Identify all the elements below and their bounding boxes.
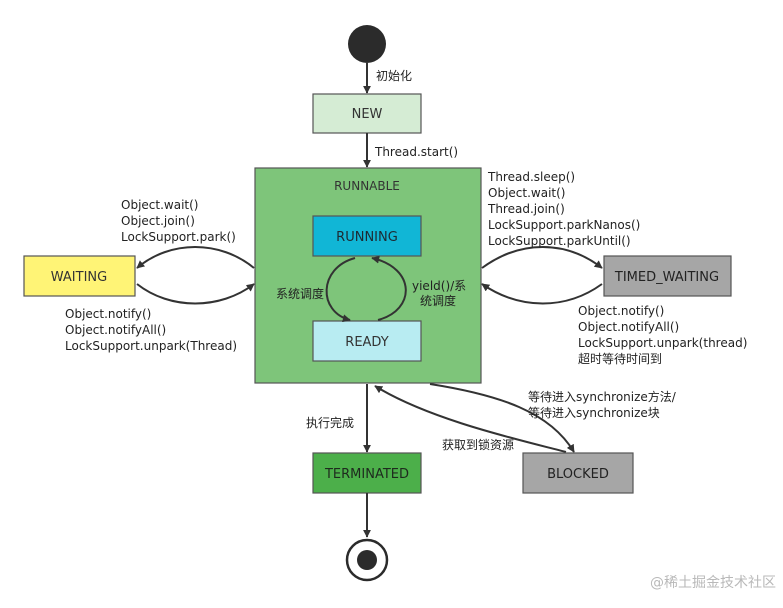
label-from-waiting-1: Object.notify() — [65, 307, 151, 321]
state-running — [312, 215, 422, 257]
state-timed-waiting-label: TIMED_WAITING — [614, 270, 719, 285]
state-terminated-label: TERMINATED — [324, 467, 409, 482]
state-runnable-label: RUNNABLE — [334, 179, 400, 193]
arrow-to-waiting — [136, 246, 255, 269]
label-from-timed-waiting: Object.notify() Object.notifyAll() LockS… — [578, 304, 747, 366]
state-timed-waiting — [603, 255, 732, 297]
label-to-blocked-2: 等待进入synchronize块 — [528, 406, 660, 420]
label-to-waiting-3: LockSupport.park() — [121, 230, 236, 244]
label-from-waiting: Object.notify() Object.notifyAll() LockS… — [65, 307, 237, 353]
label-schedule: 系统调度 — [276, 286, 324, 301]
label-from-timed-1: Object.notify() — [578, 304, 664, 318]
label-to-timed-5: LockSupport.parkUntil() — [488, 234, 631, 248]
state-running-label: RUNNING — [336, 230, 398, 245]
arrow-from-waiting — [136, 283, 255, 305]
state-waiting — [23, 255, 136, 297]
state-ready-label: READY — [345, 335, 388, 350]
label-to-waiting: Object.wait() Object.join() LockSupport.… — [121, 198, 236, 244]
state-terminated — [312, 452, 422, 494]
label-from-waiting-3: LockSupport.unpark(Thread) — [65, 339, 237, 353]
state-blocked-label: BLOCKED — [547, 467, 609, 482]
label-to-waiting-2: Object.join() — [121, 214, 195, 228]
label-from-timed-3: LockSupport.unpark(thread) — [578, 336, 747, 350]
label-finish: 执行完成 — [306, 415, 354, 430]
label-to-timed-3: Thread.join() — [487, 202, 565, 216]
state-ready — [312, 320, 422, 362]
label-to-waiting-1: Object.wait() — [121, 198, 198, 212]
label-to-timed-1: Thread.sleep() — [487, 170, 575, 184]
label-yield-line1: yield()/系 — [412, 279, 466, 293]
watermark: @稀土掘金技术社区 — [650, 575, 776, 591]
start-node — [348, 25, 386, 63]
end-node-inner — [357, 550, 377, 570]
arrow-to-timed-waiting — [481, 246, 603, 269]
arrow-schedule — [325, 257, 356, 323]
label-yield-line2: 统调度 — [420, 293, 456, 308]
label-from-blocked: 获取到锁资源 — [442, 437, 514, 452]
arrow-yield — [371, 255, 407, 321]
state-waiting-label: WAITING — [51, 270, 107, 285]
label-from-waiting-2: Object.notifyAll() — [65, 323, 166, 337]
label-from-timed-4: 超时等待时间到 — [578, 351, 662, 366]
label-to-blocked: 等待进入synchronize方法/ 等待进入synchronize块 — [528, 389, 677, 420]
label-to-timed-4: LockSupport.parkNanos() — [488, 218, 640, 232]
state-blocked — [522, 452, 634, 494]
arrow-to-blocked — [429, 383, 575, 453]
state-new-label: NEW — [352, 107, 383, 122]
label-to-blocked-1: 等待进入synchronize方法/ — [528, 389, 677, 404]
label-to-timed-2: Object.wait() — [488, 186, 565, 200]
label-init: 初始化 — [376, 69, 412, 83]
label-start: Thread.start() — [374, 145, 458, 159]
label-to-timed-waiting: Thread.sleep() Object.wait() Thread.join… — [487, 170, 640, 248]
arrow-from-blocked — [374, 385, 567, 453]
arrow-from-timed-waiting — [481, 283, 603, 305]
label-from-timed-2: Object.notifyAll() — [578, 320, 679, 334]
